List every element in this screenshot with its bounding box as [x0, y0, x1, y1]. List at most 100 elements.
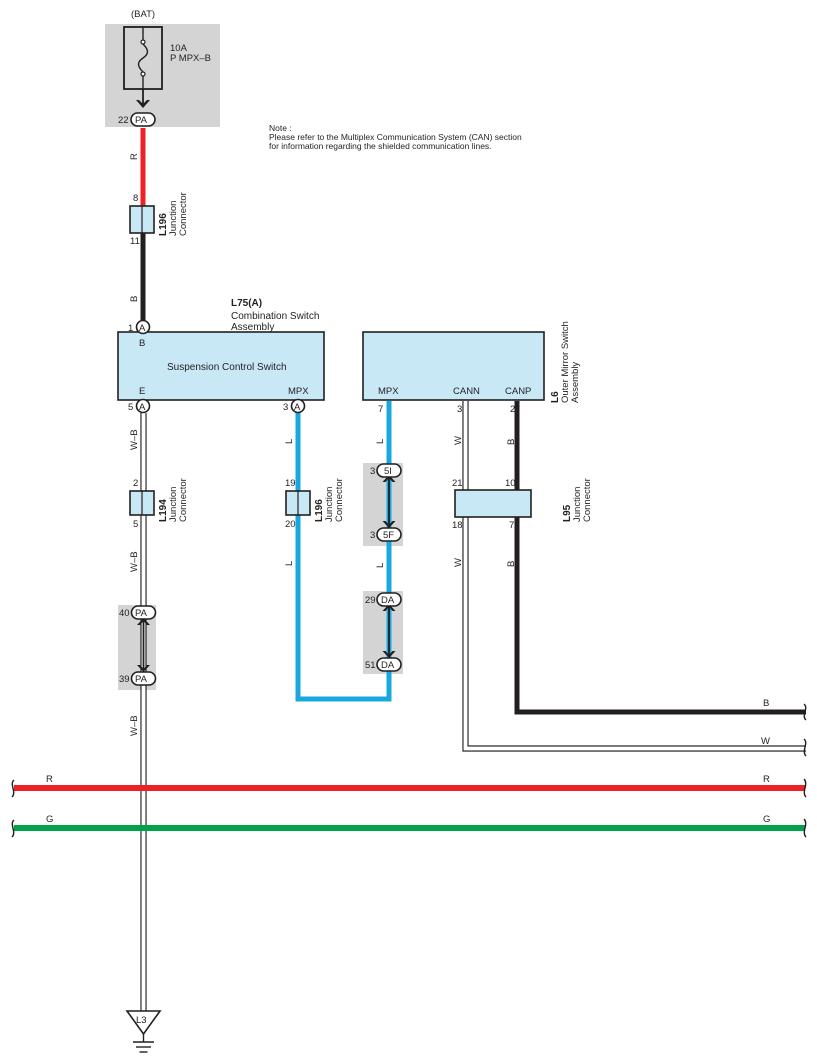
pa-bot-pin: 39 — [119, 674, 130, 685]
l196-mid-pin-20: 20 — [285, 519, 296, 530]
l194-line2: Connector — [178, 478, 189, 522]
ground-label: L3 — [136, 1015, 147, 1026]
l75-line1: Combination Switch — [231, 311, 319, 322]
label-w-2: W — [453, 558, 464, 567]
l194-junction: 2 5 L194 Junction Connector — [129, 478, 189, 530]
l75-pin-mpx-label: MPX — [288, 386, 309, 397]
note: Note : Please refer to the Multiplex Com… — [269, 123, 522, 151]
da-29-51-link: DA 29 DA 51 — [365, 592, 402, 672]
label-l-2: L — [284, 561, 295, 566]
5i-pin: 3 — [370, 466, 375, 477]
l95-pin-7: 7 — [509, 520, 514, 531]
l95-line1: Junction — [572, 487, 583, 522]
label-r-left: R — [46, 774, 53, 785]
l75-title: Suspension Control Switch — [167, 362, 287, 373]
5f-conn: 5F — [383, 530, 394, 541]
label-l-4: L — [375, 563, 386, 568]
label-g-left: G — [46, 814, 53, 825]
l95-pin-21: 21 — [452, 478, 463, 489]
l75-pin-3: 3 — [283, 402, 288, 413]
note-line3: for information regarding the shielded c… — [269, 141, 492, 151]
label-r-top: R — [129, 153, 140, 160]
l196-mid-line2: Connector — [334, 478, 345, 522]
l196-top-pin-11: 11 — [130, 236, 140, 247]
l6-pin-cann-label: CANN — [453, 386, 480, 397]
l95-line2: Connector — [582, 478, 593, 522]
l196-mid-line1: Junction — [324, 487, 335, 522]
da-top-pin: 29 — [365, 595, 376, 606]
label-l-3: L — [375, 439, 386, 444]
pa-top-pin: 40 — [119, 608, 130, 619]
label-wb-3: W–B — [129, 715, 140, 736]
label-b-1: B — [506, 439, 517, 445]
l75-combination-switch: Suspension Control Switch L75(A) Combina… — [117, 298, 325, 414]
fuse-rating: 10A — [170, 43, 188, 54]
pa-top-conn: PA — [135, 608, 148, 619]
l196-top-junction: 8 11 L196 Junction Connector — [129, 192, 189, 247]
l6-pin-2: 2 — [510, 404, 515, 415]
label-b-right: B — [763, 698, 769, 709]
label-wb-1: W–B — [129, 429, 140, 450]
l196-mid-junction: 19 20 L196 Junction Connector — [285, 478, 345, 530]
l75-pin-b-label: B — [139, 338, 145, 349]
5f-pin: 3 — [370, 530, 375, 541]
l196-mid-pin-19: 19 — [285, 478, 296, 489]
l196-mid-code: L196 — [314, 499, 325, 522]
label-b-top: B — [129, 296, 140, 302]
label-w-1: W — [453, 436, 464, 445]
l75-conn-a-3: A — [294, 402, 301, 413]
wire-color-labels: R B W–B W–B W–B L L L L W W B B B W R R … — [46, 153, 770, 825]
l6-line2: Assembly — [570, 362, 581, 403]
l75-conn-a-5: A — [139, 402, 146, 413]
5i-conn: 5I — [384, 466, 392, 477]
fuse-name: P MPX–B — [170, 53, 211, 64]
da-bot-conn: DA — [381, 660, 395, 671]
da-bot-pin: 51 — [365, 660, 376, 671]
label-r-right: R — [763, 774, 770, 785]
l6-pin-7: 7 — [378, 404, 383, 415]
l196-top-code: L196 — [158, 213, 169, 236]
l194-pin-5: 5 — [133, 519, 138, 530]
l95-pin-18: 18 — [452, 520, 463, 531]
pa-22-pin: 22 — [118, 115, 129, 126]
l196-top-line1: Junction — [168, 201, 179, 236]
note-line1: Note : — [269, 123, 292, 133]
l75-pin-1: 1 — [128, 323, 133, 334]
l6-pin-3: 3 — [457, 404, 462, 415]
l75-pin-5: 5 — [128, 402, 133, 413]
fuse-source-label: (BAT) — [131, 9, 155, 20]
wire-break-marks — [11, 703, 807, 838]
label-w-right: W — [761, 736, 770, 747]
label-l-1: L — [284, 439, 295, 444]
pa-40-39-link: PA 40 PA 39 — [119, 605, 157, 686]
label-g-right: G — [763, 814, 770, 825]
pa-22-conn: PA — [135, 115, 148, 126]
l6-pin-mpx-label: MPX — [378, 386, 399, 397]
l6-code: L6 — [550, 391, 561, 403]
ground-l3: L3 — [125, 1010, 162, 1053]
l75-line2: Assembly — [231, 322, 274, 333]
l196-top-pin-8: 8 — [133, 193, 138, 204]
l75-pin-e-label: E — [139, 386, 145, 397]
l6-outer-mirror-switch: MPX CANN CANP 7 3 2 L6 Outer Mirror Swit… — [362, 321, 581, 415]
l95-junction: 21 10 18 7 L95 Junction Connector — [452, 478, 593, 531]
l75-conn-a-1: A — [139, 323, 146, 334]
l194-line1: Junction — [168, 487, 179, 522]
l196-top-line2: Connector — [178, 192, 189, 236]
fuse-p-mpx-b: (BAT) 10A P MPX–B — [123, 9, 211, 108]
wire-l-mpx-loop — [295, 401, 392, 702]
label-wb-2: W–B — [129, 551, 140, 572]
l95-pin-10: 10 — [505, 478, 516, 489]
l75-code: L75(A) — [231, 298, 262, 309]
wire-b-canp — [514, 401, 806, 715]
l6-line1: Outer Mirror Switch — [560, 321, 571, 403]
wire-w-cann — [462, 401, 806, 752]
pa-22-connector: PA 22 — [118, 112, 156, 127]
l194-code: L194 — [158, 499, 169, 522]
l194-pin-2: 2 — [133, 478, 138, 489]
da-top-conn: DA — [381, 595, 395, 606]
label-b-2: B — [506, 561, 517, 567]
5i-5f-link: 5I 3 5F 3 — [370, 463, 402, 542]
l6-pin-canp-label: CANP — [505, 386, 531, 397]
